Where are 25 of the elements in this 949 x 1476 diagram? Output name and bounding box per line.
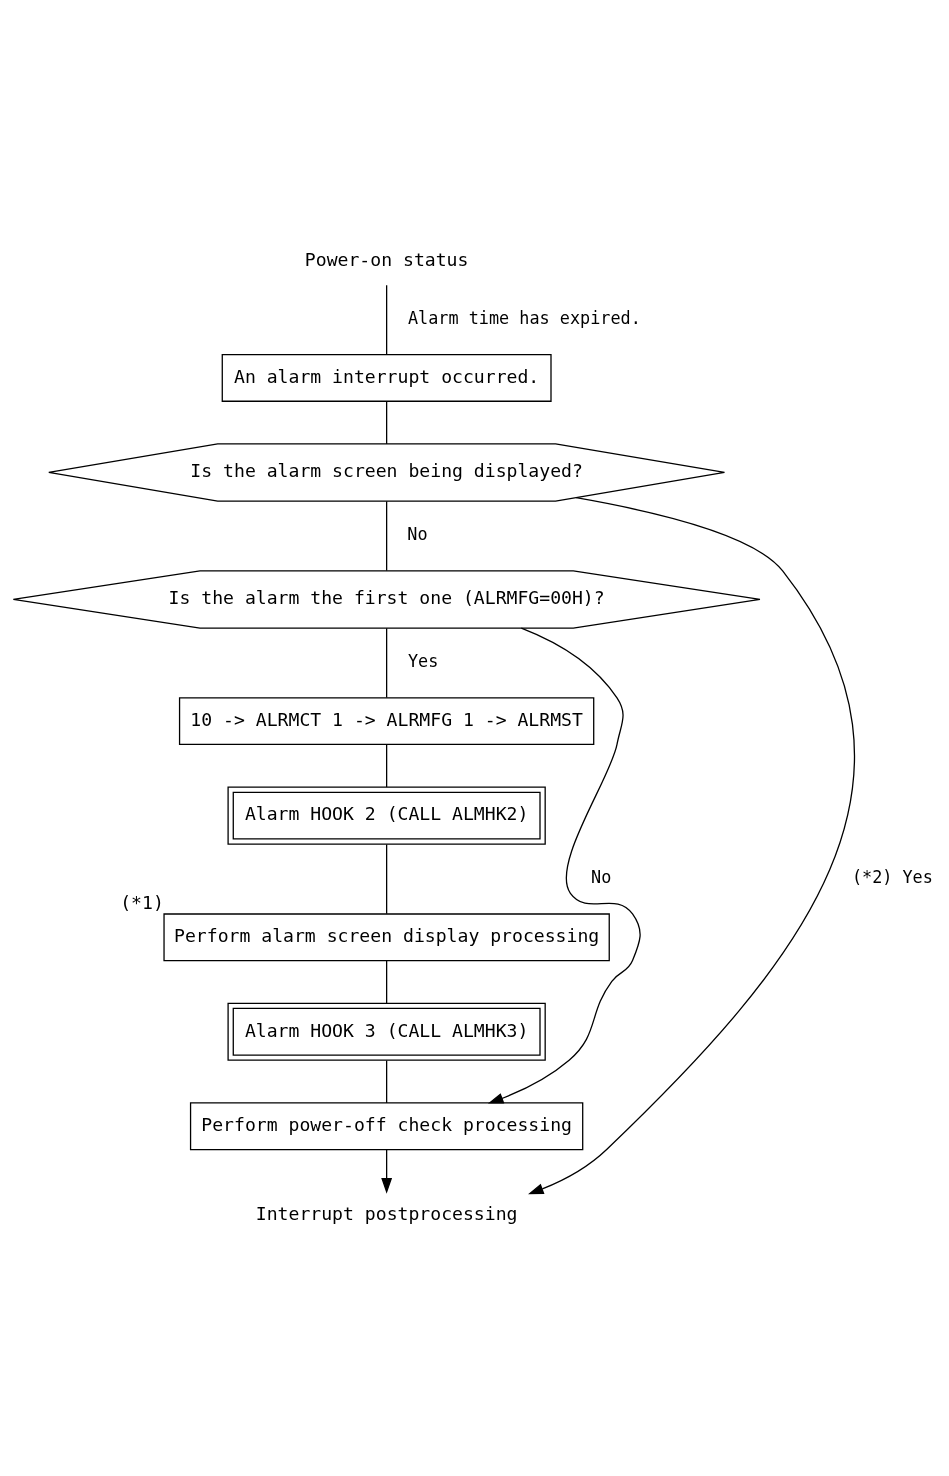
arrow [487,626,641,1104]
connector [386,284,388,355]
node-box: Perform power-off check processing [189,1101,584,1150]
edge-label: Yes [407,650,439,671]
node-box: Perform alarm screen display processing [163,912,610,961]
node-box: An alarm interrupt occurred. [221,353,552,402]
connector [386,400,388,445]
node-box: Alarm HOOK 2 (CALL ALMHK2) [227,786,546,845]
node-label: (*1) [120,891,164,913]
arrow [528,496,855,1194]
connector [386,627,388,698]
edge-label: No [591,866,612,887]
connector [386,500,388,571]
connector [386,959,388,1004]
edge-label: No [407,523,428,544]
edge-label: Alarm time has expired. [407,307,641,328]
node-box: Alarm HOOK 3 (CALL ALMHK3) [227,1002,546,1061]
node-text: Interrupt postprocessing [255,1202,518,1224]
connector [386,843,388,914]
node-box: 10 -> ALRMCT 1 -> ALRMFG 1 -> ALRMST [178,696,595,745]
node-text: Power-on status [304,248,469,270]
arrow [381,1148,393,1194]
edge-label: (*2) Yes [851,866,933,887]
connector [386,1059,388,1104]
connector [386,743,388,788]
